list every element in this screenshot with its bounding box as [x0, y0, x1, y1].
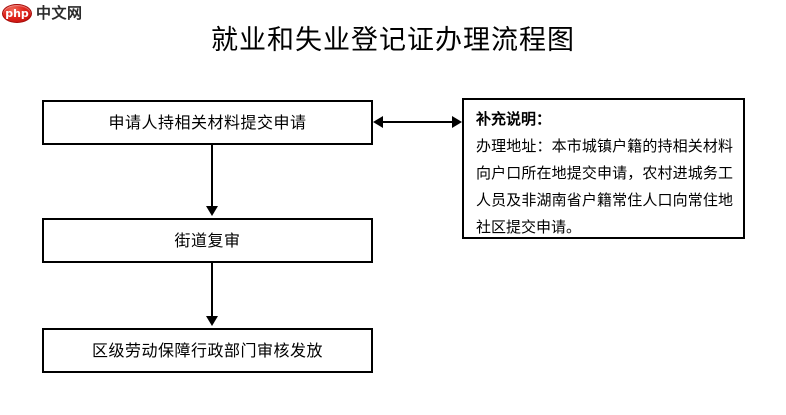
php-badge-icon: php	[2, 3, 32, 23]
php-badge-label: php	[5, 6, 29, 20]
flow-node-issue-label: 区级劳动保障行政部门审核发放	[91, 340, 323, 360]
flow-node-review-label: 街道复审	[174, 230, 241, 250]
arrow-stem	[211, 143, 213, 208]
flow-node-apply-label: 申请人持相关材料提交申请	[108, 112, 307, 132]
arrow-head-left-icon	[373, 116, 383, 128]
flow-node-issue: 区级劳动保障行政部门审核发放	[42, 328, 373, 373]
flow-node-apply: 申请人持相关材料提交申请	[42, 100, 373, 145]
site-wordmark: 中文网	[36, 3, 83, 22]
flow-node-review: 街道复审	[42, 218, 373, 263]
arrow-head-down-icon	[206, 206, 218, 216]
page-title: 就业和失业登记证办理流程图	[211, 25, 575, 56]
arrow-review-to-issue	[205, 263, 219, 328]
note-panel-body: 办理地址：本市城镇户籍的持相关材料向户口所在地提交申请，农村进城务工人员及非湖南…	[476, 137, 733, 236]
arrow-stem	[211, 263, 213, 318]
arrow-apply-to-note	[373, 115, 462, 129]
supplementary-note-panel: 补充说明： 办理地址：本市城镇户籍的持相关材料向户口所在地提交申请，农村进城务工…	[462, 98, 745, 239]
arrow-head-right-icon	[452, 116, 462, 128]
site-watermark-logo: php 中文网	[2, 2, 83, 24]
arrow-stem	[381, 121, 454, 123]
note-panel-title: 补充说明：	[476, 110, 552, 128]
arrow-apply-to-review	[205, 143, 219, 218]
arrow-head-down-icon	[206, 316, 218, 326]
